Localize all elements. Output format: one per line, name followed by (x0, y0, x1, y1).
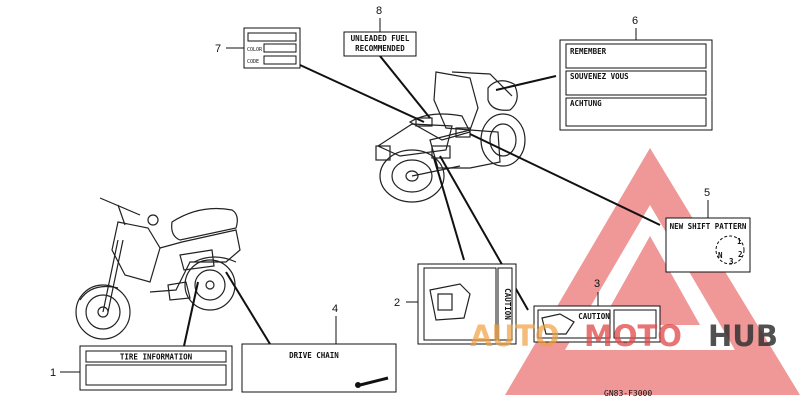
label-remember: REMEMBER SOUVENEZ VOUS ACHTUNG 6 (559, 15, 713, 131)
callout-8: 8 (376, 5, 382, 17)
new-shift-pattern-text: NEW SHIFT PATTERN (670, 222, 747, 231)
label-caution-vertical: CAUTION 2 (394, 263, 517, 345)
motorcycle-side-illustration (75, 197, 241, 340)
drive-chain-text: DRIVE CHAIN (289, 351, 339, 360)
color-text: COLOR (247, 47, 263, 53)
watermark-brand-part3: HUB (708, 319, 778, 353)
caution-vertical-text: CAUTION (503, 288, 512, 320)
shift-1: 1 (737, 237, 742, 246)
callout-6: 6 (632, 15, 638, 27)
unleaded-line1-text: UNLEADED FUEL (351, 34, 410, 43)
code-text: CODE (247, 59, 259, 65)
callout-3: 3 (594, 278, 600, 290)
remember-text: REMEMBER (570, 47, 607, 56)
label-caution: CAUTION 3 (533, 278, 661, 343)
shift-n: N (718, 251, 723, 260)
leader-lines (183, 55, 661, 347)
souvenez-vous-text: SOUVENEZ VOUS (570, 72, 629, 81)
callout-2: 2 (394, 297, 400, 309)
label-unleaded-fuel: UNLEADED FUEL RECOMMENDED 8 (343, 5, 417, 57)
watermark-brand-part2: MOTO (584, 319, 682, 353)
callout-4: 4 (332, 303, 338, 315)
tire-information-text: TIRE INFORMATION (120, 353, 193, 362)
watermark-brand-part1: AUTO (470, 319, 560, 353)
unleaded-line2-text: RECOMMENDED (355, 44, 405, 53)
shift-3: 3 (729, 257, 734, 266)
callout-7: 7 (215, 43, 221, 55)
watermark-logo (505, 148, 800, 395)
motorcycle-rear-illustration (375, 71, 526, 203)
label-tire-information: TIRE INFORMATION 1 (50, 345, 233, 391)
diagram-code: GN83-F3000 (604, 389, 652, 398)
callout-1: 1 (50, 367, 56, 379)
label-new-shift-pattern: NEW SHIFT PATTERN N 1 2 3 5 (665, 187, 751, 273)
achtung-text: ACHTUNG (570, 99, 602, 108)
caution-text: CAUTION (578, 312, 610, 321)
callout-5: 5 (704, 187, 710, 199)
label-color-code: COLOR CODE 7 (215, 27, 301, 69)
watermark-text: AUTO MOTO HUB (470, 319, 778, 353)
shift-2: 2 (738, 250, 743, 259)
label-drive-chain: DRIVE CHAIN 4 (241, 303, 397, 393)
